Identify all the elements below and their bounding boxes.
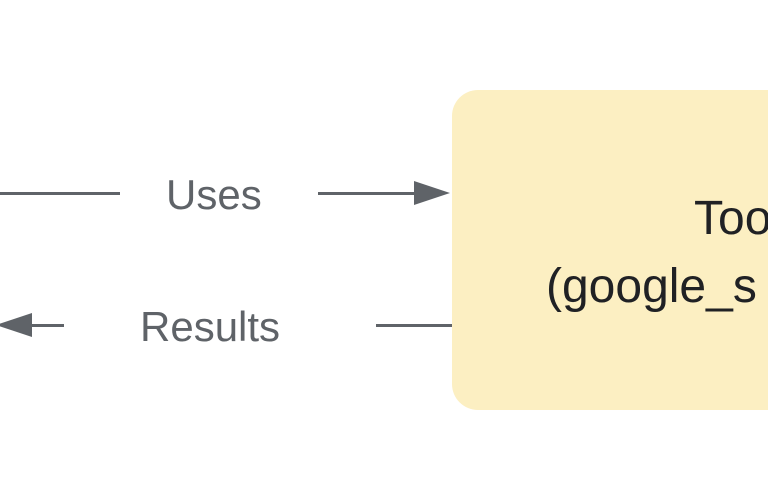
uses-arrow-line-left [0, 192, 120, 195]
tool-box [452, 90, 768, 410]
results-label: Results [140, 303, 281, 350]
uses-arrow-line-right [318, 192, 418, 195]
results-arrow-line-left [28, 324, 64, 327]
tool-box-title: Too [694, 192, 768, 245]
results-arrowhead-icon [0, 313, 32, 337]
tool-box-subtitle: (google_s [546, 260, 757, 313]
uses-arrowhead-icon [414, 181, 450, 205]
uses-label: Uses [166, 171, 262, 218]
results-arrow-line-right [376, 324, 454, 327]
